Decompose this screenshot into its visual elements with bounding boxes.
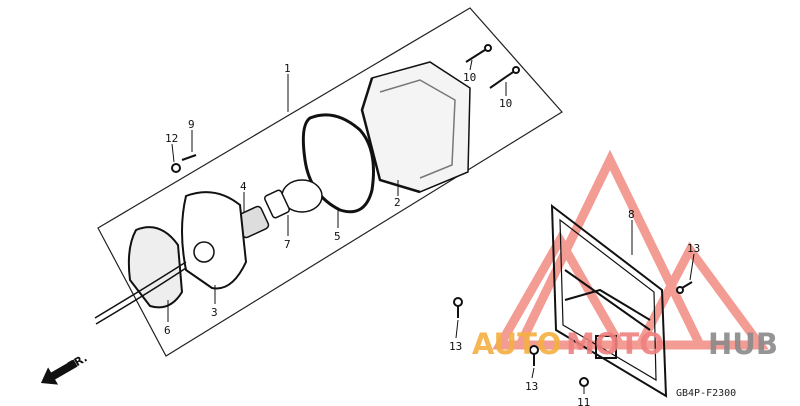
- callout-12: 12: [165, 132, 178, 145]
- callout-13a: 13: [449, 340, 462, 353]
- callout-9: 9: [188, 118, 195, 131]
- callout-7: 7: [284, 238, 291, 251]
- callout-4: 4: [240, 180, 247, 193]
- callout-13c: 13: [525, 380, 538, 393]
- watermark-logo: [492, 149, 769, 350]
- drawing-code: GB4P-F2300: [676, 388, 736, 399]
- svg-text:AUTO: AUTO: [472, 327, 562, 361]
- lamp-housing: [127, 226, 184, 309]
- bulb: [264, 179, 323, 219]
- leader-lines: [167, 59, 695, 394]
- callout-2: 2: [394, 196, 401, 209]
- svg-text:HUB: HUB: [708, 327, 778, 361]
- callout-8: 8: [628, 208, 635, 221]
- tail-lens: [360, 61, 471, 194]
- assembly-frame: [97, 7, 563, 357]
- wire-harness: [94, 261, 187, 325]
- callout-11: 11: [577, 396, 590, 406]
- front-direction-arrow-icon: [40, 359, 78, 385]
- callout-1: 1: [284, 62, 291, 75]
- lens-gasket: [301, 113, 375, 214]
- lamp-base: [181, 191, 248, 290]
- screws: [171, 44, 693, 387]
- callout-13b: 13: [687, 242, 700, 255]
- callout-10b: 10: [499, 97, 512, 110]
- watermark-text: AUTO MOTO HUB: [472, 327, 778, 361]
- svg-text:MOTO: MOTO: [566, 327, 664, 361]
- callout-5: 5: [334, 230, 341, 243]
- license-bracket: [550, 203, 668, 398]
- callout-3: 3: [211, 306, 218, 319]
- callout-6: 6: [164, 324, 171, 337]
- callout-10a: 10: [463, 71, 476, 84]
- front-direction-label: FR.: [65, 351, 89, 372]
